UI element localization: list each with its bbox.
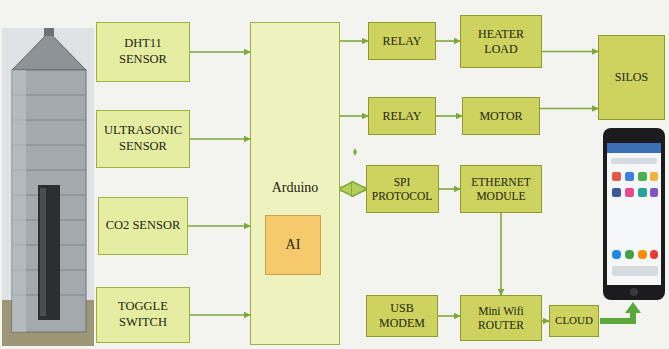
silo-photo xyxy=(2,28,94,346)
box-label: AI xyxy=(283,236,304,254)
ai-box: AI xyxy=(265,215,321,275)
block-box: RELAY xyxy=(368,97,436,135)
box-label: ULTRASONIC SENSOR xyxy=(97,123,189,154)
box-label: USB MODEM xyxy=(367,301,437,331)
block-box: SILOS xyxy=(598,35,665,120)
block-box: MOTOR xyxy=(462,97,540,135)
connector-arrow xyxy=(190,51,250,53)
block-box: SPI PROTOCOL xyxy=(366,165,439,213)
block-box: ETHERNET MODULE xyxy=(460,165,542,213)
connector-arrow xyxy=(439,188,461,190)
block-box: CLOUD xyxy=(549,305,599,337)
connector-arrow xyxy=(540,108,598,110)
box-label: MOTOR xyxy=(476,109,525,124)
connector-arrow xyxy=(340,40,368,42)
block-box: CO2 SENSOR xyxy=(98,197,188,255)
box-label: DHT11 SENSOR xyxy=(97,36,189,67)
box-label: TOGGLE SWITCH xyxy=(97,299,189,330)
block-box: ULTRASONIC SENSOR xyxy=(96,110,190,168)
connector-arrow xyxy=(340,115,368,117)
block-box: RELAY xyxy=(368,22,436,60)
connector-arrow xyxy=(436,115,462,117)
block-box: TOGGLE SWITCH xyxy=(96,287,190,343)
connector-arrow xyxy=(542,51,598,53)
cloud-to-phone-arrow xyxy=(600,302,641,321)
box-label: RELAY xyxy=(380,34,425,49)
box-label: CLOUD xyxy=(552,314,596,328)
connector-arrow xyxy=(188,225,250,227)
block-box: DHT11 SENSOR xyxy=(96,22,190,82)
block-box: Mini Wifi ROUTER xyxy=(460,295,542,341)
phone-picture xyxy=(603,128,665,300)
connector-arrow xyxy=(190,314,250,316)
box-label: SILOS xyxy=(612,70,651,85)
block-box: USB MODEM xyxy=(366,295,438,337)
connector-arrow xyxy=(500,213,502,295)
box-label: Arduino xyxy=(269,179,322,197)
box-label: RELAY xyxy=(380,109,425,124)
box-label: SPI PROTOCOL xyxy=(367,175,438,204)
controller-box: ArduinoAI xyxy=(250,22,340,345)
connector-arrow xyxy=(542,320,549,322)
block-box: HEATER LOAD xyxy=(460,15,542,68)
box-label: ETHERNET MODULE xyxy=(461,175,541,204)
connector-arrow xyxy=(436,40,460,42)
connector-arrow xyxy=(340,187,366,192)
connector-arrow xyxy=(438,315,460,317)
connector-arrow xyxy=(190,138,250,140)
box-label: HEATER LOAD xyxy=(461,27,541,57)
box-label: CO2 SENSOR xyxy=(103,218,184,234)
spark-mark xyxy=(353,148,357,156)
box-label: Mini Wifi ROUTER xyxy=(461,304,541,333)
